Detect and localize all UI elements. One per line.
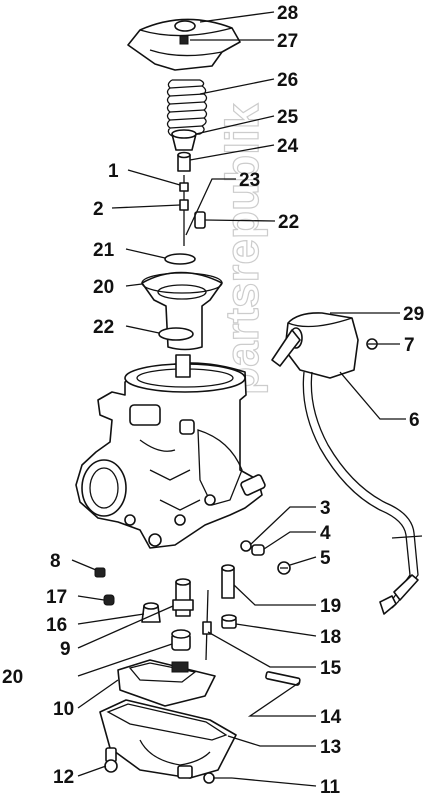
part-ring-20 [171,629,191,651]
part-washer-3 [240,540,252,552]
callout-20: 20 [2,667,23,688]
callout-15: 15 [320,658,342,679]
callout-4: 4 [320,523,331,544]
part-screw-5 [277,561,291,575]
callout-7: 7 [404,335,415,356]
callout-28: 27 [277,31,298,52]
callout-18: 18 [320,627,341,648]
part-float [117,659,216,707]
part-tube-9 [172,578,194,617]
callout-16: 16 [46,615,67,636]
part-choke-cable [302,371,423,615]
part-needle-holder [177,151,191,172]
part-screw-18 [221,614,237,629]
part-screw-12 [104,747,118,773]
part-jet-16 [141,602,161,623]
callout-labels: 28 27 26 25 24 23 22 1 2 21 20 22 29 7 6… [2,3,424,798]
part-screw-11 [203,772,232,784]
part-float-bowl [99,699,237,779]
callout-5: 5 [320,548,331,569]
callout-29: 28 [277,3,298,24]
part-o-ring-upper [164,253,196,265]
callout-25: 24 [277,136,299,157]
callout-19: 19 [320,596,341,617]
callout-23: 22 [278,212,299,233]
callout-11: 11 [320,777,341,798]
callout-22-upper: 21 [93,240,115,261]
callout-21: 20 [93,277,114,298]
watermark: partsrepublik [216,103,268,395]
part-slide [141,271,223,351]
part-pin [194,211,206,229]
callout-6: 6 [409,410,420,431]
part-spring-4 [251,544,265,556]
part-carburettor-body [75,354,266,549]
part-needle [179,175,189,246]
callout-9: 9 [60,639,71,660]
callout-26: 25 [277,107,299,128]
part-jet-17 [103,594,115,606]
callout-14: 14 [320,707,342,728]
callout-8: 8 [50,551,61,572]
callout-30: 29 [403,304,424,325]
part-starter-unit [271,312,359,379]
part-spring [166,79,208,137]
callout-27: 26 [277,70,298,91]
leader-lines [71,11,406,787]
callout-1: 1 [108,161,119,182]
callout-3: 3 [320,498,331,519]
part-tube-19 [221,564,235,599]
callout-2: 2 [93,199,104,220]
callout-13: 13 [320,737,341,758]
callout-17: 17 [46,587,67,608]
part-pin-14 [265,671,301,686]
part-o-ring-lower [158,327,194,341]
part-screw-7 [366,338,378,350]
callout-10: 10 [53,699,74,720]
part-needle-15 [202,589,212,661]
part-jet-8 [94,567,106,578]
callout-12: 12 [53,767,74,788]
callout-22-lower: 22 [93,317,114,338]
callout-24: 23 [239,170,260,191]
part-cap [171,129,197,151]
part-top-cover [127,18,241,71]
